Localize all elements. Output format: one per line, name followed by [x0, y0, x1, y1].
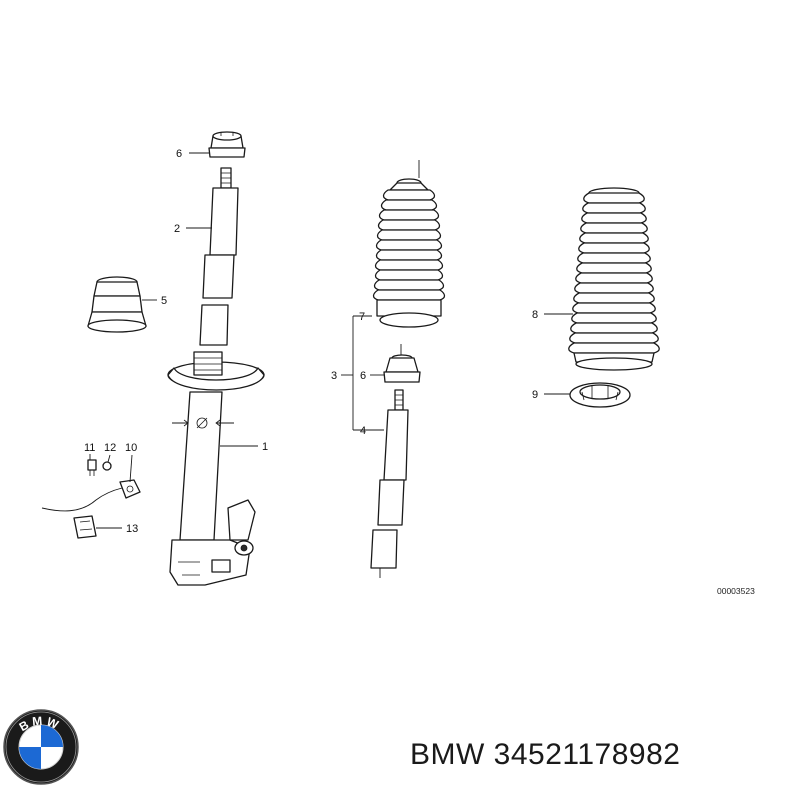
leader-lines-left — [89, 152, 258, 529]
bmw-logo-lettering: BMW — [17, 714, 64, 734]
diagram-reference-number: 00003523 — [717, 586, 755, 596]
dust-boot-part-7 — [372, 160, 446, 328]
label-5: 5 — [161, 295, 167, 307]
label-12: 12 — [104, 442, 116, 454]
spring-pad-part-9 — [569, 382, 631, 408]
label-6-left: 6 — [176, 148, 182, 160]
right-assembly — [568, 187, 660, 408]
protective-boot-part-8 — [568, 187, 660, 371]
label-4: 4 — [360, 425, 366, 437]
wear-sensor-parts — [41, 459, 141, 539]
part-labels: 6 2 5 1 11 12 10 13 7 3 6 4 8 9 00003523 — [84, 148, 755, 596]
top-mount-part-6b — [383, 344, 421, 383]
label-9: 9 — [532, 389, 538, 401]
top-mount-part-6 — [208, 131, 246, 158]
label-10: 10 — [125, 442, 137, 454]
shock-insert-part-2 — [199, 167, 239, 346]
label-3: 3 — [331, 370, 337, 382]
strut-housing — [41, 131, 265, 586]
label-1: 1 — [262, 441, 268, 453]
label-6-middle: 6 — [360, 370, 366, 382]
strut-tube-part-1 — [167, 351, 265, 586]
middle-assembly — [370, 160, 446, 578]
label-7: 7 — [359, 311, 365, 323]
label-8: 8 — [532, 309, 538, 321]
leader-lines-right — [544, 313, 573, 395]
label-11: 11 — [84, 442, 95, 454]
label-2: 2 — [174, 223, 180, 235]
bmw-logo: BMW — [3, 709, 79, 785]
label-13: 13 — [126, 523, 138, 535]
bump-stop-part-5 — [87, 276, 147, 333]
shock-insert-part-4 — [370, 389, 409, 578]
part-number-caption: BMW 34521178982 — [410, 738, 681, 771]
leader-lines-middle — [341, 315, 384, 431]
